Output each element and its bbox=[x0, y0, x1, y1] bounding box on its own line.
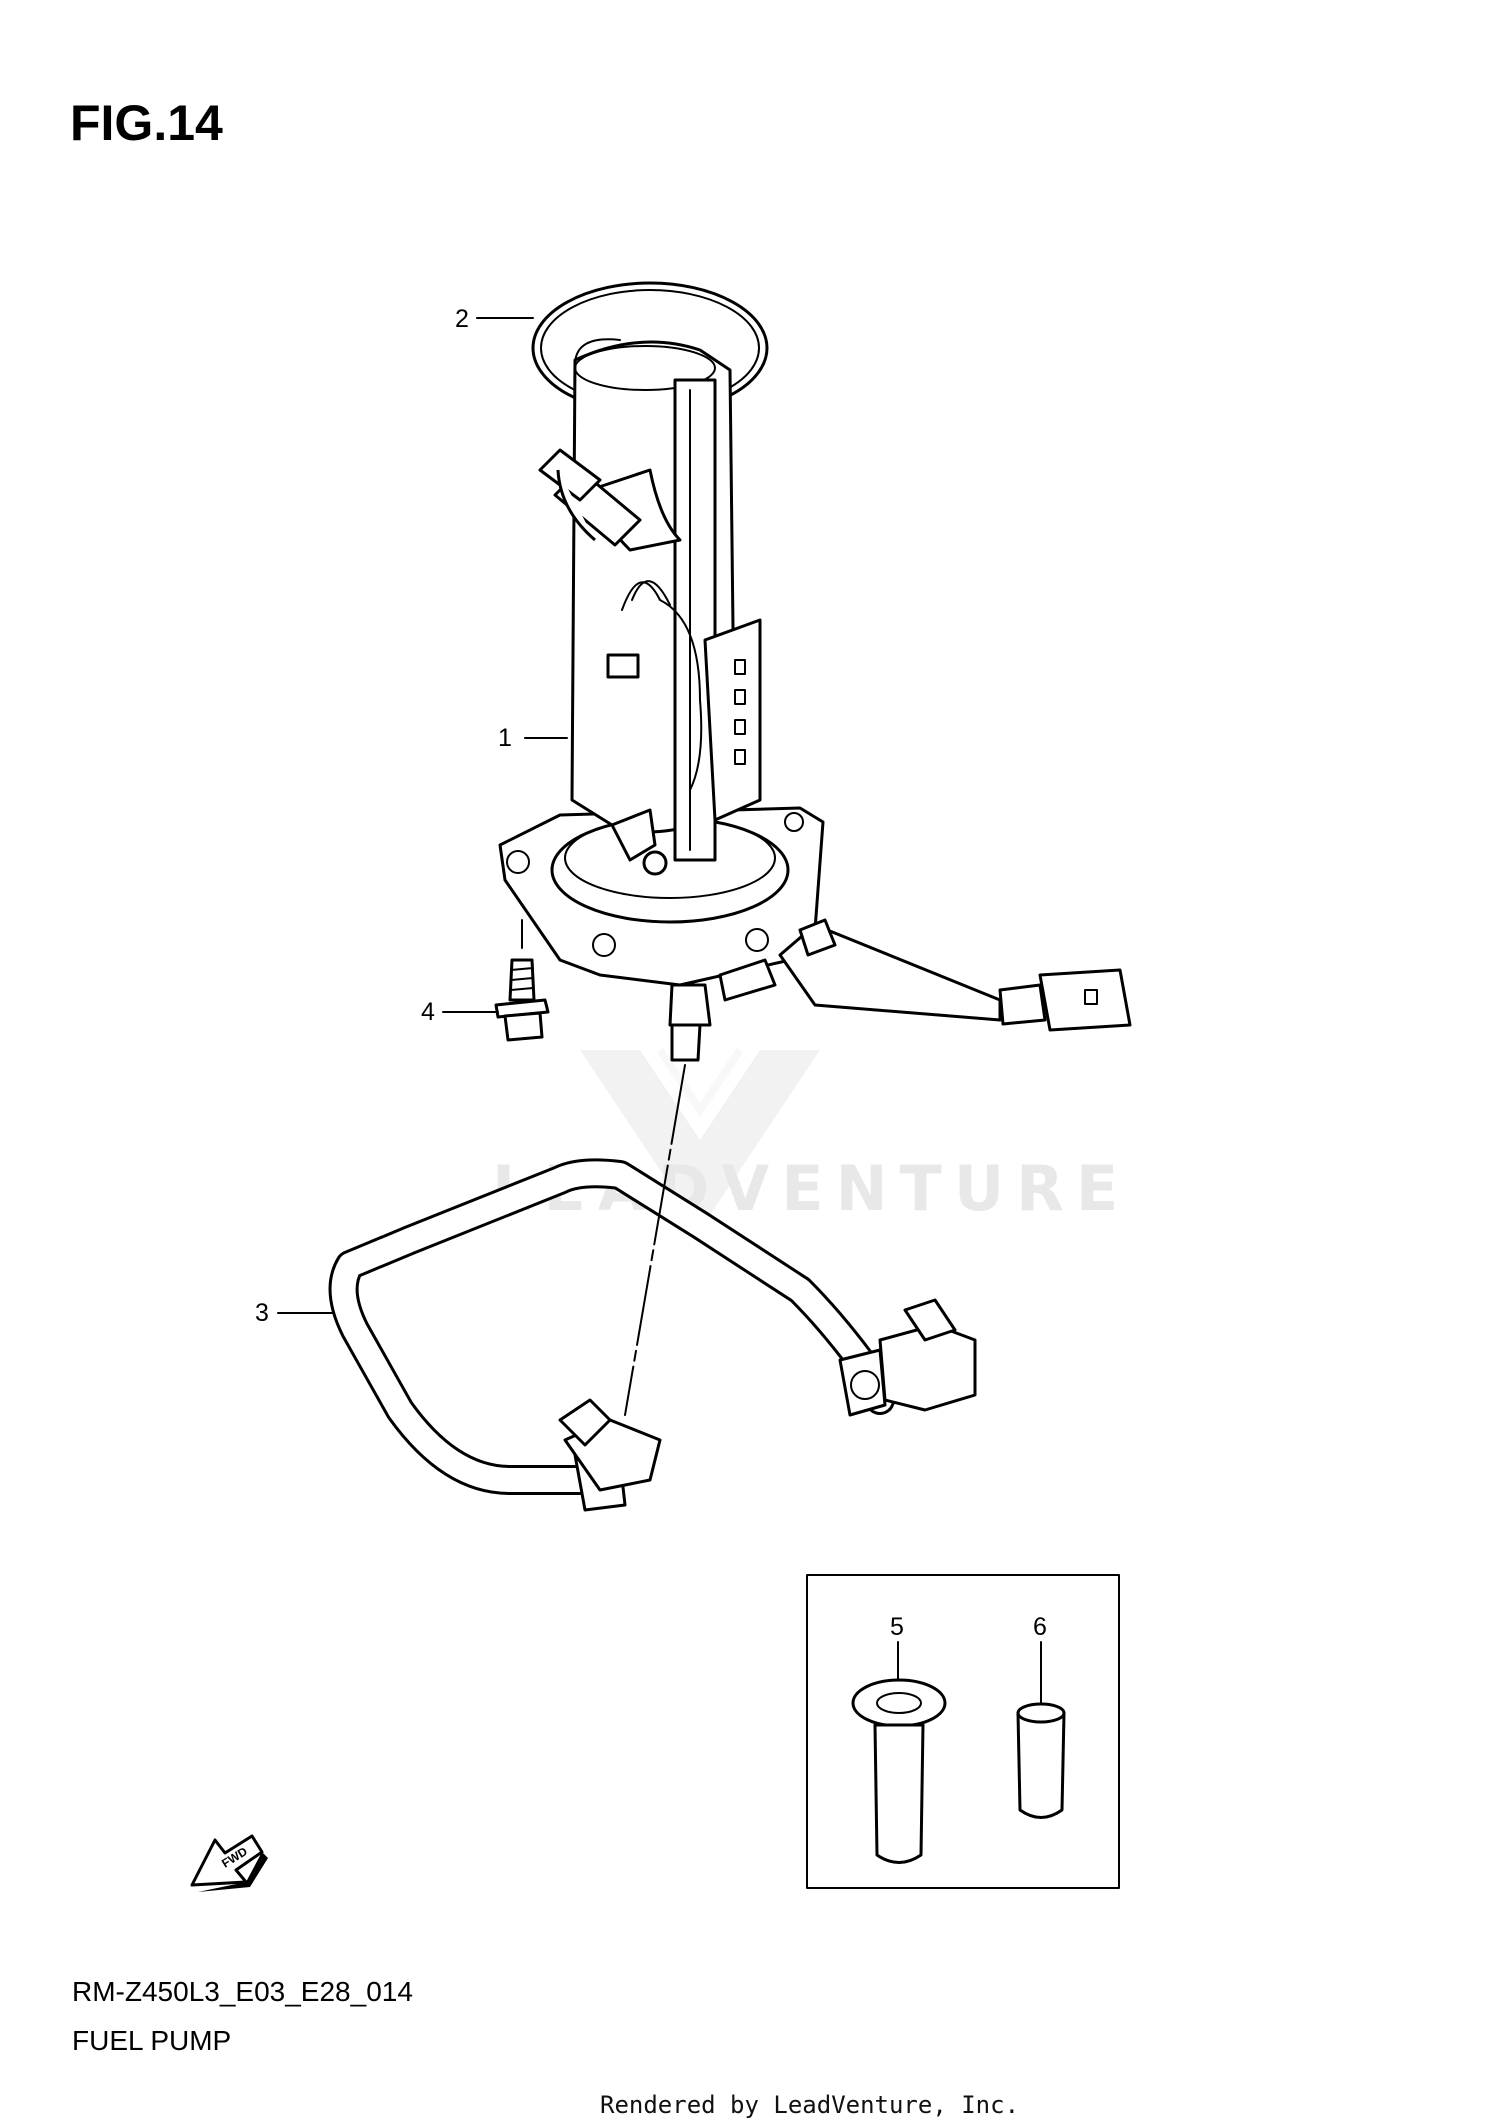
callout-2-label: 2 bbox=[455, 305, 469, 333]
bolt-part bbox=[494, 919, 550, 1042]
callout-4-label: 4 bbox=[421, 998, 435, 1026]
fwd-arrow-icon: FWD bbox=[190, 1834, 268, 1892]
footer-credit: Rendered by LeadVenture, Inc. bbox=[600, 2091, 1019, 2119]
model-code: RM-Z450L3_E03_E28_014 bbox=[72, 1976, 413, 2007]
callout-1-label: 1 bbox=[498, 724, 512, 752]
figure-title: FIG.14 bbox=[70, 95, 223, 151]
callout-3-label: 3 bbox=[255, 1299, 269, 1327]
inset-box bbox=[806, 1574, 1120, 1889]
figure-name: FUEL PUMP bbox=[72, 2025, 231, 2056]
fuel-pump-part bbox=[498, 338, 1132, 1062]
fuel-hose-part bbox=[328, 1158, 977, 1512]
plug-cap-part bbox=[851, 1678, 947, 1864]
cap-part bbox=[1016, 1702, 1066, 1819]
installation-line bbox=[624, 1064, 686, 1416]
leadventure-logo-icon bbox=[580, 1047, 820, 1230]
callout-5-label: 5 bbox=[890, 1613, 904, 1641]
callout-6-label: 6 bbox=[1033, 1613, 1047, 1641]
